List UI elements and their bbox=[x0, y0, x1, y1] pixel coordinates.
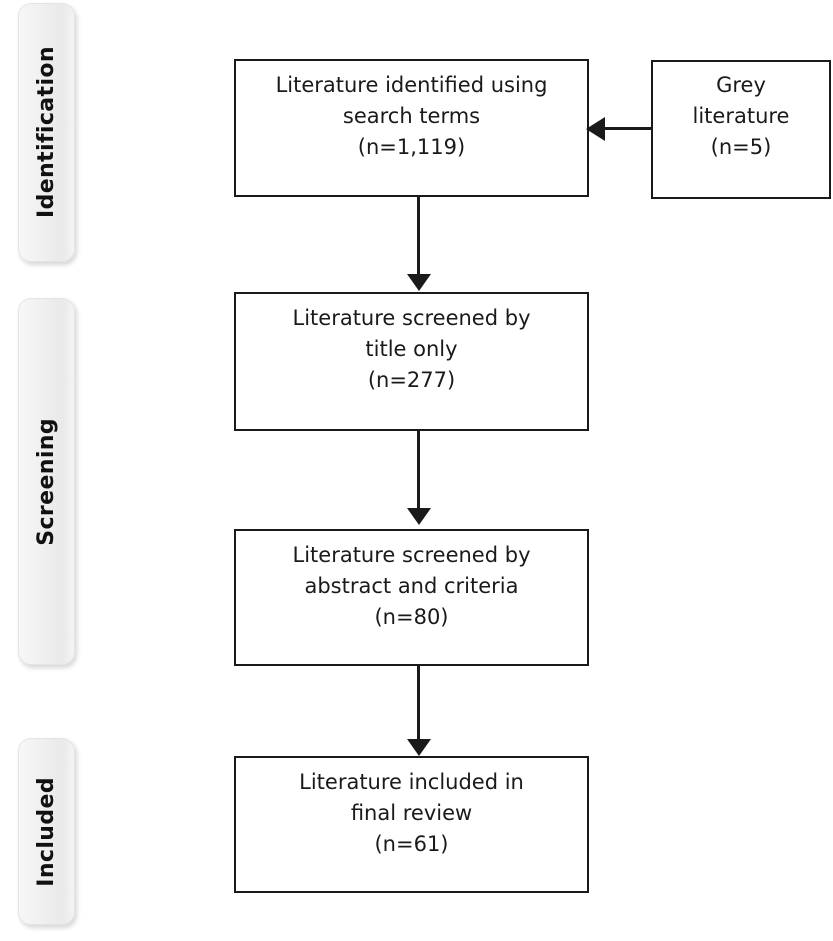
stage-tab-identification: Identification bbox=[18, 3, 75, 262]
flow-box-screened-by-title: Literature screened by title only (n=277… bbox=[234, 292, 589, 431]
flow-box-included-final-review: Literature included in final review (n=6… bbox=[234, 756, 589, 893]
arrow-abstract-to-included-line bbox=[417, 666, 420, 739]
stage-tab-identification-label: Identification bbox=[34, 46, 59, 219]
arrow-identified-to-title-head-icon bbox=[407, 274, 431, 291]
stage-tab-screening: Screening bbox=[18, 298, 75, 665]
arrow-grey-to-identified-head-icon bbox=[586, 117, 605, 141]
arrow-title-to-abstract-head-icon bbox=[407, 508, 431, 525]
flow-box-grey-literature-line2: literature bbox=[692, 104, 790, 128]
flow-box-screened-by-abstract-line2: abstract and criteria bbox=[304, 574, 519, 598]
flow-box-literature-identified-line1: Literature identified using bbox=[275, 73, 548, 97]
flow-box-screened-by-title-count: (n=277) bbox=[367, 368, 456, 392]
flow-box-screened-by-abstract-line1: Literature screened by bbox=[292, 543, 531, 567]
flow-box-screened-by-abstract: Literature screened by abstract and crit… bbox=[234, 529, 589, 666]
flow-box-screened-by-abstract-count: (n=80) bbox=[374, 605, 449, 629]
stage-tab-screening-label: Screening bbox=[34, 417, 59, 546]
arrow-grey-to-identified-line bbox=[604, 127, 651, 130]
stage-tab-included-label: Included bbox=[34, 776, 59, 887]
flow-box-included-final-review-line1: Literature included in bbox=[299, 770, 524, 794]
flow-box-included-final-review-count: (n=61) bbox=[374, 832, 449, 856]
flow-box-literature-identified: Literature identified using search terms… bbox=[234, 59, 589, 197]
flow-box-grey-literature: Grey literature (n=5) bbox=[651, 60, 831, 199]
flow-box-literature-identified-line2: search terms bbox=[342, 104, 481, 128]
flow-box-included-final-review-line2: final review bbox=[350, 801, 473, 825]
flow-box-grey-literature-count: (n=5) bbox=[710, 135, 772, 159]
flow-box-literature-identified-count: (n=1,119) bbox=[357, 135, 466, 159]
arrow-identified-to-title-line bbox=[417, 197, 420, 274]
flow-box-screened-by-title-line2: title only bbox=[365, 337, 458, 361]
arrow-abstract-to-included-head-icon bbox=[407, 739, 431, 756]
stage-tab-included: Included bbox=[18, 738, 75, 925]
flow-box-grey-literature-line1: Grey bbox=[716, 73, 766, 97]
arrow-title-to-abstract-line bbox=[417, 431, 420, 508]
flow-box-screened-by-title-line1: Literature screened by bbox=[292, 306, 531, 330]
